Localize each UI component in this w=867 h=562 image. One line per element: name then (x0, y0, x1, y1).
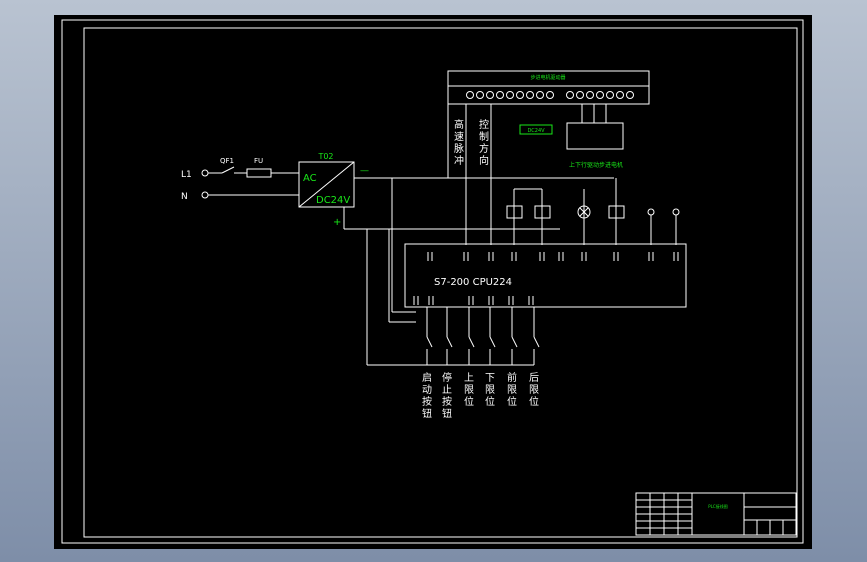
relay-coil-2 (534, 205, 551, 219)
power-supply-minus: — (360, 166, 369, 176)
drawing-viewport: 步进电机驱动器 DC24V 上下行驱动步进电机 高速脉冲 控制方向 L1 N Q… (54, 15, 812, 549)
line-label: L1 (181, 170, 192, 180)
driver-note: 上下行驱动步进电机 (569, 161, 623, 169)
inner-frame (83, 27, 798, 538)
terminal-screw (606, 91, 614, 99)
terminal-board-title: 步进电机驱动器 (530, 74, 565, 81)
terminal-screw (486, 91, 494, 99)
neutral-label: N (181, 192, 188, 202)
stepper-driver-terminal-board: 步进电机驱动器 DC24V 上下行驱动步进电机 (447, 70, 650, 169)
drawing-name: PLC接线图 (708, 503, 727, 509)
power-supply-ac: AC (303, 173, 317, 184)
terminal-screw (546, 91, 554, 99)
terminal-screw (506, 91, 514, 99)
terminal-screw (476, 91, 484, 99)
button-label: 前限位 (507, 371, 517, 408)
output-terminal-n (647, 208, 655, 216)
power-supply-dc: DC24V (316, 195, 350, 206)
terminal-screw (586, 91, 594, 99)
terminal-screw (516, 91, 524, 99)
button-label: 下限位 (485, 373, 495, 408)
button-label: 上限位 (464, 372, 474, 408)
l1-terminal (201, 169, 209, 177)
terminal-screw (616, 91, 624, 99)
direction-label: 控制方向 (479, 118, 489, 167)
relay-coil-1 (506, 205, 523, 219)
input-button-1: 启动按钮 (422, 307, 433, 420)
terminal-screw (466, 91, 474, 99)
outer-frame (61, 19, 804, 544)
terminal-screw (596, 91, 604, 99)
input-button-6: 后限位 (529, 307, 540, 408)
input-button-2: 停止按钮 (442, 307, 453, 420)
terminal-screw (626, 91, 634, 99)
input-button-3: 上限位 (464, 307, 475, 408)
relay-coil-3 (608, 205, 625, 219)
power-supply-plus: + (333, 217, 341, 228)
wiring-diagram: 步进电机驱动器 DC24V 上下行驱动步进电机 高速脉冲 控制方向 L1 N Q… (61, 19, 804, 544)
fuse (246, 168, 272, 178)
dc24v-box-label: DC24V (527, 128, 545, 134)
fuse-label: FU (254, 157, 263, 165)
breaker-label: QF1 (220, 157, 234, 165)
terminal-screw (526, 91, 534, 99)
pulse-label: 高速脉冲 (454, 118, 464, 167)
power-supply: T02 AC DC24V — + (298, 152, 369, 228)
input-button-4: 下限位 (485, 307, 496, 408)
button-label: 启动按钮 (422, 371, 432, 420)
power-supply-id: T02 (317, 152, 333, 161)
terminal-screw (576, 91, 584, 99)
indicator-lamp (577, 205, 591, 219)
n-terminal (201, 191, 209, 199)
plc-model: S7-200 CPU224 (434, 277, 512, 288)
dc24v-box (519, 124, 553, 135)
output-terminal-l1 (672, 208, 680, 216)
button-label: 停止按钮 (442, 371, 452, 420)
title-block: PLC接线图 (635, 492, 797, 536)
terminal-screw (496, 91, 504, 99)
input-button-5: 前限位 (507, 307, 518, 408)
button-label: 后限位 (529, 372, 539, 408)
breaker-switch (221, 166, 235, 174)
plc-unit: S7-200 CPU224 (404, 243, 687, 308)
terminal-screw (536, 91, 544, 99)
terminal-screw (566, 91, 574, 99)
